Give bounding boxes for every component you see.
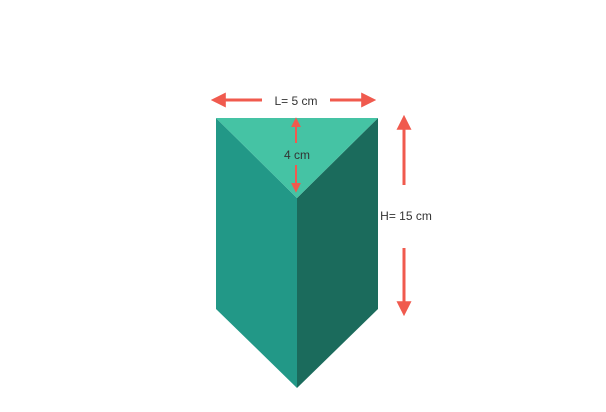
length-label: L= 5 cm — [274, 94, 317, 108]
prism-height-label: H= 15 cm — [380, 209, 432, 223]
prism-right-face — [297, 118, 378, 388]
triangle-height-label: 4 cm — [284, 148, 310, 162]
prism-left-face — [216, 118, 297, 388]
prism-top-face — [216, 118, 378, 198]
